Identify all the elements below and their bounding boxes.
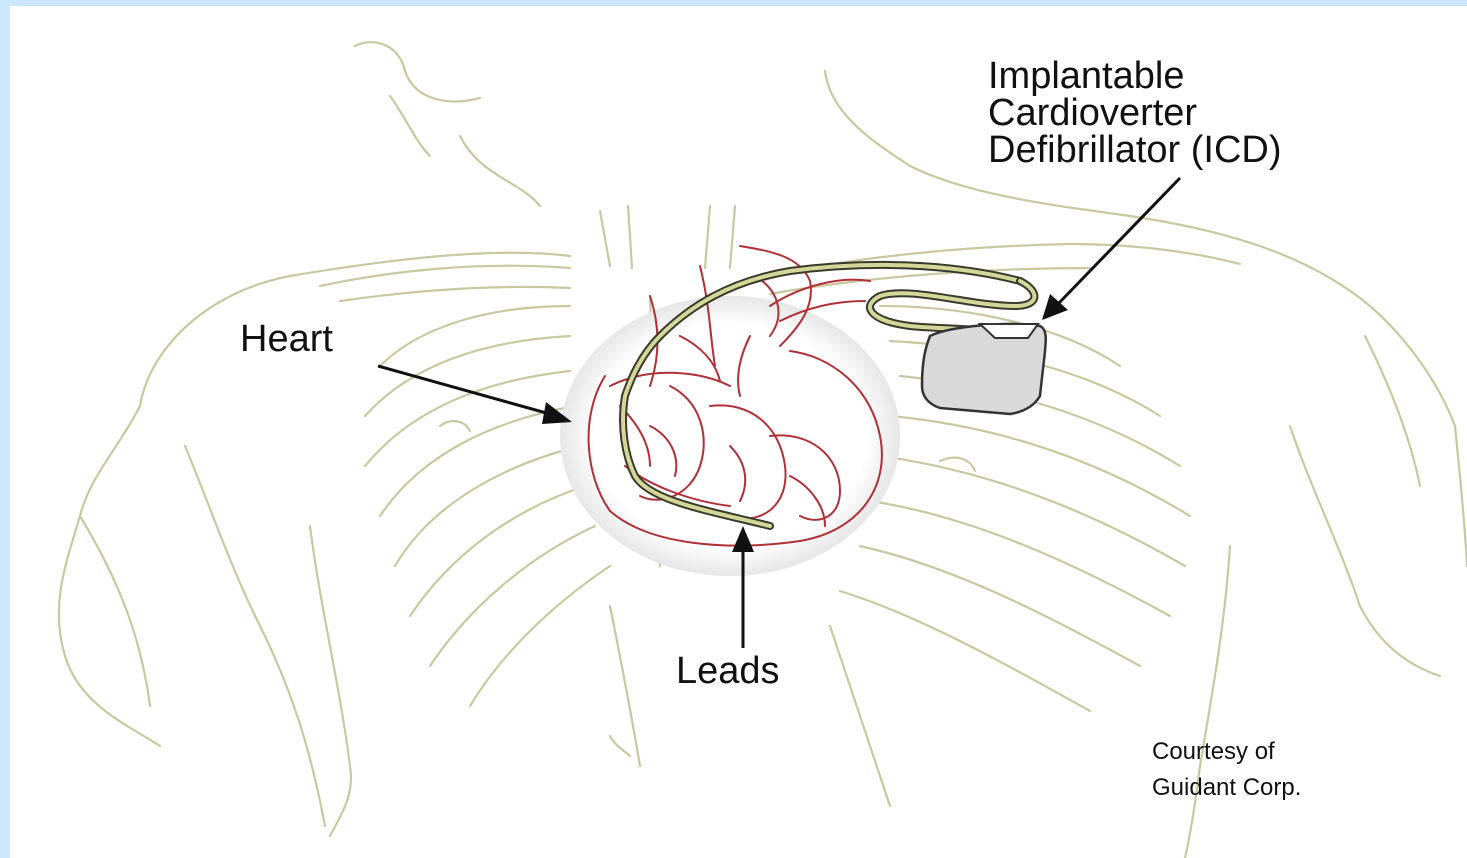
heart-label: Heart xyxy=(240,318,333,361)
courtesy-line2: Guidant Corp. xyxy=(1152,770,1301,806)
icd-label-line3: Defibrillator (ICD) xyxy=(988,132,1281,169)
leads-label: Leads xyxy=(676,650,780,693)
heart-illustration xyxy=(560,246,900,576)
figure-panel: Heart Implantable Cardioverter Defibrill… xyxy=(10,6,1467,858)
icd-label-line2: Cardioverter xyxy=(988,95,1281,132)
leads-arrow xyxy=(732,526,754,648)
icd-label: Implantable Cardioverter Defibrillator (… xyxy=(988,58,1281,169)
icd-device xyxy=(922,324,1046,414)
courtesy-line1: Courtesy of xyxy=(1152,734,1301,770)
courtesy-credit: Courtesy of Guidant Corp. xyxy=(1152,734,1301,806)
icd-label-line1: Implantable xyxy=(988,58,1281,95)
